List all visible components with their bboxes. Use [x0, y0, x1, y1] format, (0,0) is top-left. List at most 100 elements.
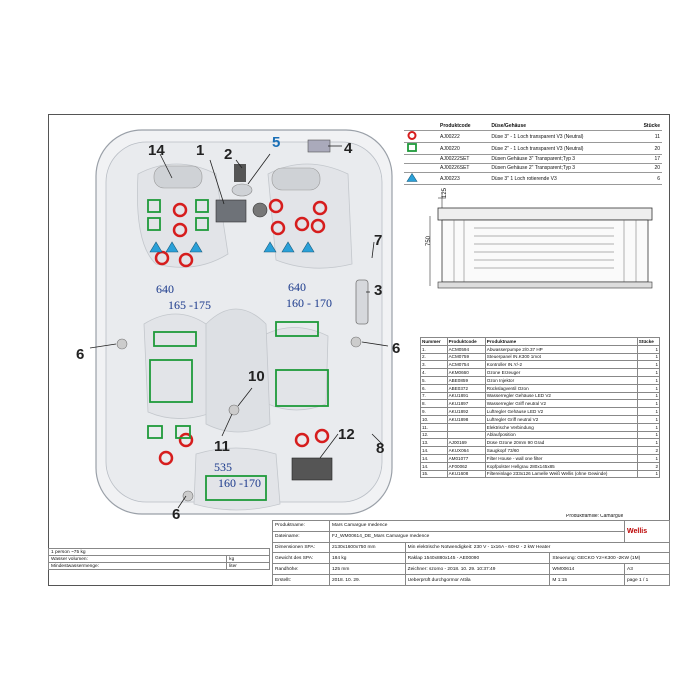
tb-page: page 1 / 1 — [624, 574, 670, 586]
part-name: Wasserregler Griff neutral V2 — [484, 399, 638, 409]
parts-table: Nummer Produktcode Produktname Stücke 1.… — [420, 337, 661, 479]
part-code — [446, 430, 486, 440]
parts-header-code: Produktcode — [446, 337, 486, 346]
part-code: ACM0759 — [446, 352, 486, 362]
green-square-icon — [407, 143, 417, 152]
part-qty: 1 — [636, 375, 661, 385]
parts-header-name: Produktname — [484, 337, 638, 346]
legend-header-code: Produktcode — [438, 122, 490, 131]
part-name: Düse Ozone 20mm 90 Grad — [484, 438, 638, 448]
part-qty: 1 — [636, 360, 661, 370]
part-num: 5. — [420, 375, 448, 385]
part-code — [446, 422, 486, 432]
red-ring-icon — [407, 131, 417, 140]
legend-code: AJ00223 — [438, 172, 490, 185]
tb-code: WM00614 — [549, 563, 625, 576]
part-name: Kontroller IN.Y/-2 — [484, 360, 638, 370]
part-name: Filtereinlage 233x126 Lamelle Weiß Welli… — [484, 469, 638, 479]
part-qty: 1 — [636, 469, 661, 479]
headrest-left — [153, 165, 203, 189]
part-name: Luftregler Griff neutral V2 — [484, 414, 638, 424]
lb-water-unit: kg — [226, 555, 270, 563]
side-elevation — [429, 192, 653, 289]
brand-logo: Wellis — [624, 520, 670, 543]
part-qty: 1 — [636, 344, 661, 354]
legend-row: AJ00222 Düse 3" - 1 Loch transparent V3 … — [404, 130, 662, 143]
control-panel — [234, 164, 246, 182]
callout-5: 5 — [272, 134, 281, 151]
parts-header-num: Nummer — [420, 337, 448, 346]
part-code: ACM0754 — [446, 360, 486, 370]
legend-row: AJ00223 Düse 3" 1 Loch rotierende V3 6 — [404, 172, 662, 185]
water-info-block: 1 person ~75 kg Wasser volumen:kg Mindes… — [47, 548, 270, 570]
part-qty: 2 — [636, 461, 661, 471]
callout-14: 14 — [148, 142, 165, 159]
legend-qty: 20 — [632, 163, 662, 173]
callout-11: 11 — [214, 438, 230, 455]
part-name: Abwasserpumpe 2/0.37 HP — [484, 344, 638, 354]
callout-leaders — [89, 145, 389, 509]
seat-depth-a: 640 — [156, 282, 174, 296]
seat-range-b: 160 - 170 — [286, 296, 332, 310]
air-regulator — [228, 404, 240, 416]
tb-dims: 2130x1600x750 mm — [329, 541, 406, 554]
parts-header: Nummer Produktcode Produktname Stücke — [420, 337, 661, 346]
part-qty: 1 — [636, 383, 661, 393]
part-qty: 1 — [636, 430, 661, 440]
tb-drawer: Zeichner: szomo - 2018. 10. 29. 10:37:49 — [404, 563, 551, 576]
part-code: AKU1898 — [446, 414, 486, 424]
seat-range-a: 165 -175 — [168, 298, 211, 312]
part-num: 11. — [420, 422, 448, 432]
part-qty: 1 — [636, 414, 661, 424]
legend-header-qty: Stücke — [632, 122, 662, 131]
part-num: 12. — [420, 430, 448, 440]
part-num: 4. — [420, 368, 448, 377]
tb-rand: 125 mm — [329, 563, 406, 576]
part-code: ABE0372 — [446, 383, 486, 393]
part-num: 2. — [420, 352, 448, 362]
tb-rand-label: Randhöhe: — [272, 563, 330, 576]
part-qty: 2 — [636, 446, 661, 455]
tb-created-label: Erstellt: — [272, 574, 330, 586]
tb-control: Steuerung: GECKO Y2+K300 -2KW (1M) — [549, 552, 670, 565]
part-num: 8. — [420, 399, 448, 409]
callout-2: 2 — [224, 146, 233, 163]
callout-1: 1 — [196, 142, 205, 159]
tb-electric: Min elektrische Notwendigkeit: 230 V - 1… — [404, 541, 671, 554]
part-num: 3. — [420, 360, 448, 370]
tb-raklap: Raklap 1540x880x145 - AE00090 — [404, 552, 551, 565]
seat-depth-b: 640 — [288, 280, 306, 294]
legend-desc: Düsen Gehäuse 3" Transparent;Typ 3 — [489, 154, 632, 164]
legend-desc: Düse 2" - 1 Loch transparent V3 (Neutral… — [489, 142, 632, 155]
callout-8: 8 — [376, 440, 385, 457]
tb-productname: Mars Camargue medence — [329, 520, 625, 532]
legend-qty: 11 — [632, 130, 662, 143]
part-qty: 1 — [636, 453, 661, 463]
productfamily-value: Camargue — [600, 514, 624, 519]
blue-jet-group — [149, 241, 315, 253]
part-code: ACM0594 — [446, 344, 486, 354]
drain-grate — [291, 457, 333, 481]
pump — [215, 199, 247, 223]
legend-desc: Düse 3" - 1 Loch transparent V3 (Neutral… — [489, 130, 632, 143]
spa-top-view — [89, 129, 393, 515]
check-valve-right — [350, 336, 362, 348]
part-code: AJ00169 — [446, 438, 486, 448]
tb-productname-label: Produktname: — [272, 520, 330, 532]
part-num: 14. — [420, 446, 448, 455]
callout-6-bottom: 6 — [172, 506, 181, 523]
part-qty: 1 — [636, 391, 661, 401]
lb-min-label: Mindestwassermenge: — [47, 562, 228, 570]
tb-format: A3 — [624, 563, 670, 576]
title-block: Produktname: Mars Camargue medence Welli… — [272, 520, 671, 586]
part-num: 7. — [420, 391, 448, 401]
lb-min-unit: liter — [226, 562, 270, 570]
part-code: AKU1608 — [446, 469, 486, 479]
part-qty: 1 — [636, 422, 661, 432]
part-num: 13. — [420, 438, 448, 448]
part-name: Luftregler Gehäuse LED V2 — [484, 407, 638, 416]
